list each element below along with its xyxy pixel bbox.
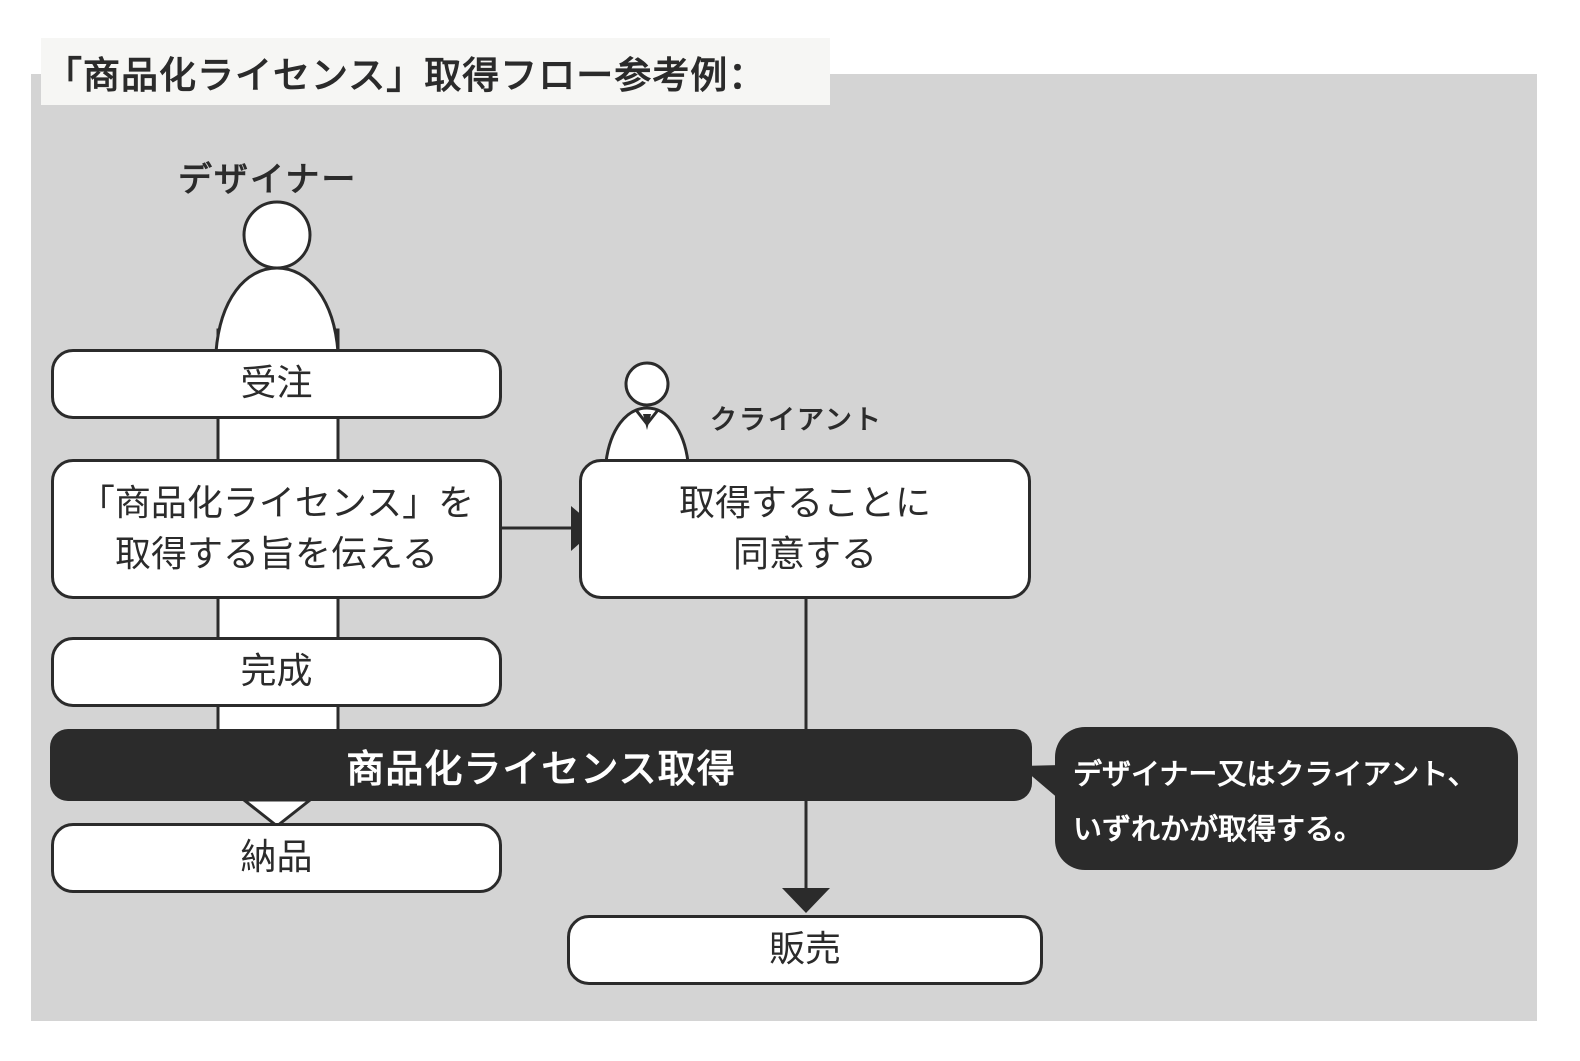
client-label: クライアント bbox=[710, 405, 883, 436]
designer-figure-head bbox=[242, 200, 312, 270]
notify-step-line2: 取得する旨を伝える bbox=[115, 534, 438, 575]
agree-step-box: 取得することに 同意する bbox=[579, 459, 1031, 599]
agree-to-sell-arrowhead bbox=[782, 888, 830, 913]
license-acquisition-label: 商品化ライセンス取得 bbox=[346, 746, 736, 791]
agree-step-line2: 同意する bbox=[732, 534, 877, 575]
designer-label: デザイナー bbox=[178, 160, 358, 200]
notify-step-box: 「商品化ライセンス」を 取得する旨を伝える bbox=[51, 459, 502, 599]
sell-step-box: 販売 bbox=[567, 915, 1043, 985]
deliver-step-box: 納品 bbox=[51, 823, 502, 893]
complete-step-box: 完成 bbox=[51, 637, 502, 707]
license-note-line2: いずれかが取得する。 bbox=[1073, 812, 1364, 846]
order-step-label: 受注 bbox=[240, 363, 313, 405]
notify-step-line1: 「商品化ライセンス」を bbox=[78, 482, 475, 524]
title-tab: 「商品化ライセンス」取得フロー参考例： bbox=[41, 38, 830, 105]
license-note-callout: デザイナー又はクライアント、 いずれかが取得する。 bbox=[1055, 727, 1518, 870]
complete-step-label: 完成 bbox=[240, 651, 313, 693]
client-figure-tie bbox=[643, 414, 651, 430]
diagram-title: 「商品化ライセンス」取得フロー参考例： bbox=[45, 53, 767, 97]
sell-step-label: 販売 bbox=[768, 929, 841, 971]
deliver-step-label: 納品 bbox=[240, 837, 313, 879]
license-note-line1: デザイナー又はクライアント、 bbox=[1073, 757, 1477, 791]
client-figure-body bbox=[604, 406, 690, 464]
designer-figure-body bbox=[214, 266, 340, 354]
order-step-box: 受注 bbox=[51, 349, 502, 419]
client-figure-head bbox=[624, 361, 670, 407]
license-acquisition-bar: 商品化ライセンス取得 bbox=[50, 729, 1032, 801]
agree-step-line1: 取得することに bbox=[678, 482, 931, 524]
